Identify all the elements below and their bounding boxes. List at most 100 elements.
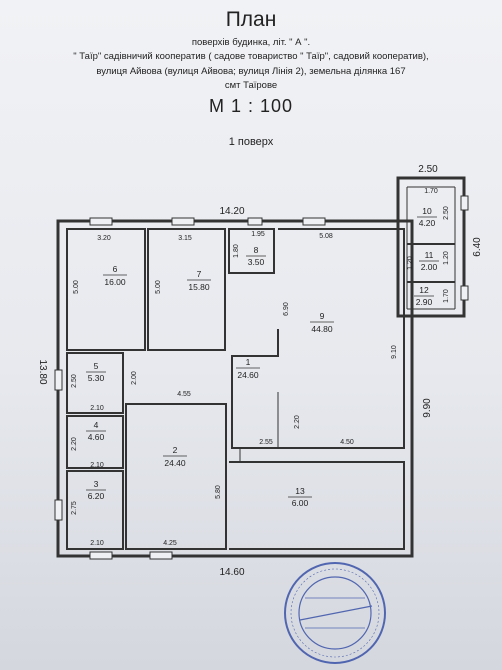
dim-label: 1.95	[251, 231, 265, 238]
dim-label: 2.50	[71, 374, 78, 388]
svg-text:9: 9	[320, 311, 325, 321]
page-title: План	[225, 8, 277, 31]
dim-label: 1.70	[443, 289, 450, 303]
room-8-outline	[228, 228, 275, 274]
svg-text:2: 2	[173, 445, 178, 455]
room-label-7: 7 15.80	[187, 269, 211, 292]
window-icon	[89, 217, 113, 226]
window-icon	[149, 551, 173, 560]
window-icon	[54, 499, 63, 521]
window-icon	[171, 217, 195, 226]
room-label-8: 8 3.50	[246, 245, 266, 267]
svg-text:2.00: 2.00	[421, 262, 438, 272]
dim-label: 2.75	[71, 501, 78, 515]
dim-label: 5.00	[155, 280, 162, 294]
dim-label: 2.10	[90, 540, 104, 547]
svg-text:6.00: 6.00	[292, 498, 309, 508]
dim-label: 3.20	[97, 235, 111, 242]
window-icon	[302, 217, 326, 226]
room-2-outline	[125, 403, 227, 550]
dim-label: 4.50	[340, 439, 354, 446]
room-label-12: 12 2.90	[414, 285, 434, 307]
window-icon	[89, 551, 113, 560]
svg-text:3.50: 3.50	[248, 257, 265, 267]
room-9-outline	[231, 228, 405, 449]
room-3-outline	[66, 470, 124, 550]
room-label-1: 1 24.60	[236, 357, 260, 380]
dim-height-left: 13.80	[37, 359, 48, 384]
svg-text:24.60: 24.60	[237, 370, 259, 380]
dim-width-top: 14.20	[219, 206, 244, 217]
dim-label: 9.10	[391, 345, 398, 359]
dim-label: 3.15	[178, 235, 192, 242]
annex-wall	[396, 176, 466, 318]
svg-text:13: 13	[295, 486, 305, 496]
window-icon	[460, 285, 469, 301]
scale-label: М 1 : 100	[208, 96, 294, 116]
svg-text:7: 7	[197, 269, 202, 279]
dim-label: 2.10	[90, 462, 104, 469]
outer-wall	[56, 219, 414, 558]
svg-text:10: 10	[422, 206, 432, 216]
dim-label: 2.20	[294, 415, 301, 429]
room-label-13: 13 6.00	[288, 486, 312, 508]
room-label-4: 4 4.60	[86, 420, 106, 442]
dim-label: 1.80	[233, 244, 240, 258]
address-line: вулиця Айвова (вулиця Айвова; вулиця Лін…	[96, 66, 406, 77]
svg-text:5.30: 5.30	[88, 373, 105, 383]
dim-label: 5.08	[319, 233, 333, 240]
room-label-5: 5 5.30	[86, 361, 106, 383]
svg-text:15.80: 15.80	[188, 282, 210, 292]
dim-annex-height: 6.40	[472, 237, 483, 257]
svg-text:1: 1	[246, 357, 251, 367]
svg-text:11: 11	[425, 250, 434, 260]
floor-label: 1 поверх	[228, 136, 274, 148]
svg-text:6.20: 6.20	[88, 491, 105, 501]
svg-text:12: 12	[419, 285, 429, 295]
svg-text:4.20: 4.20	[419, 218, 436, 228]
svg-text:8: 8	[254, 245, 259, 255]
dim-height-right: 9.90	[422, 398, 433, 418]
dim-label: 2.55	[259, 439, 273, 446]
svg-text:2.90: 2.90	[416, 297, 433, 307]
svg-text:16.00: 16.00	[104, 277, 126, 287]
room-5-outline	[66, 352, 124, 414]
dim-annex-width: 2.50	[418, 164, 438, 175]
dim-label: 1.70	[424, 188, 438, 195]
dim-label: 6.90	[283, 302, 290, 316]
dim-label: 1.20	[407, 256, 414, 270]
dim-width-bottom: 14.60	[219, 567, 244, 578]
official-stamp	[284, 562, 386, 664]
subtitle-line-1: поверхів будинка, літ. " А ".	[191, 37, 311, 48]
room-label-9: 9 44.80	[310, 311, 334, 334]
svg-text:6: 6	[113, 264, 118, 274]
room-label-3: 3 6.20	[86, 479, 106, 501]
window-icon	[54, 369, 63, 391]
window-icon	[247, 217, 263, 226]
dim-label: 5.80	[215, 485, 222, 499]
room-label-2: 2 24.40	[163, 445, 187, 468]
room-6-outline	[66, 228, 146, 351]
room-label-11: 11 2.00	[419, 250, 439, 272]
dim-label: 2.50	[443, 206, 450, 220]
dim-label: 2.00	[131, 371, 138, 385]
window-icon	[460, 195, 469, 211]
dim-label: 2.10	[90, 405, 104, 412]
svg-text:4: 4	[94, 420, 99, 430]
dim-label: 5.00	[73, 280, 80, 294]
dim-label: 4.55	[177, 391, 191, 398]
dim-label: 2.20	[71, 437, 78, 451]
svg-text:4.60: 4.60	[88, 432, 105, 442]
settlement-line: смт Таїрове	[224, 80, 278, 91]
room-4-outline	[66, 415, 124, 469]
room-7-outline	[147, 228, 226, 351]
svg-text:44.80: 44.80	[311, 324, 333, 334]
room-13-outline	[229, 461, 405, 550]
dim-label: 4.25	[163, 540, 177, 547]
room-label-10: 10 4.20	[417, 206, 437, 228]
room-label-6: 6 16.00	[103, 264, 127, 287]
dim-label: 1.20	[443, 251, 450, 265]
subtitle-line-2: " Таїр" садівничий кооператив ( садове т…	[73, 51, 429, 62]
